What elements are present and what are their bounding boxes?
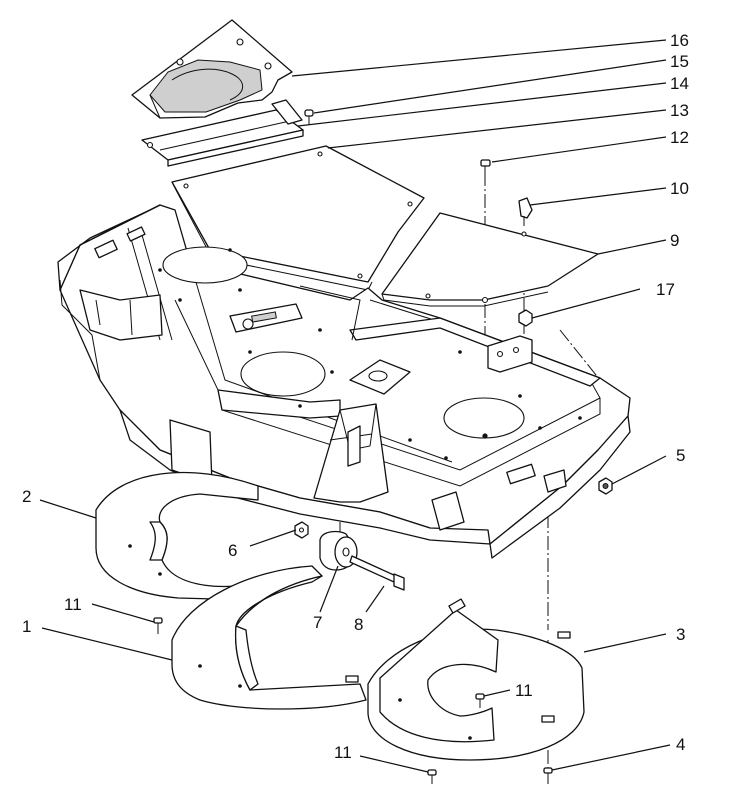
callout-4: 4 [676,735,685,754]
callout-7: 7 [313,613,322,632]
callout-11c: 11 [334,743,352,762]
side-cover-part-9 [381,212,599,307]
screw-part-11-left [153,617,163,634]
callout-2: 2 [22,487,31,506]
bolt-top [480,159,491,178]
nut-part-17 [518,309,533,327]
knob-part-10 [518,197,533,226]
screw-part-4 [543,767,553,784]
baffle-center-part-1 [171,565,367,710]
callout-17: 17 [656,280,675,299]
callout-8: 8 [354,615,363,634]
callout-10: 10 [670,179,689,198]
callout-12: 12 [670,128,689,147]
hinge-plate-part-14 [141,99,304,167]
callout-1: 1 [22,617,31,636]
nut-part-5 [598,477,613,495]
screw-part-11-right [475,693,485,708]
callout-15: 15 [670,52,689,71]
callout-5: 5 [676,446,685,465]
top-shield-part-16 [131,19,293,119]
callout-labels: 16 15 14 13 12 10 9 17 5 2 6 7 8 11 1 3 … [22,31,689,762]
roller-wheel-part-7 [319,530,358,571]
callout-14: 14 [670,74,689,93]
bolt-part-8 [349,555,405,591]
callout-16: 16 [670,31,689,50]
callout-3: 3 [676,625,685,644]
baffle-left-part-2 [95,471,263,601]
callout-11b: 11 [515,681,533,700]
deck-mount-holes [158,248,582,460]
baffle-right-part-3 [367,598,585,761]
callout-9: 9 [670,231,679,250]
screw-part-15 [304,109,314,125]
leader-lines [39,39,671,773]
screw-part-11-bottom [427,769,437,784]
callout-6: 6 [228,541,237,560]
nut-part-6 [294,521,309,539]
callout-11a: 11 [64,595,82,614]
callout-13: 13 [670,101,689,120]
